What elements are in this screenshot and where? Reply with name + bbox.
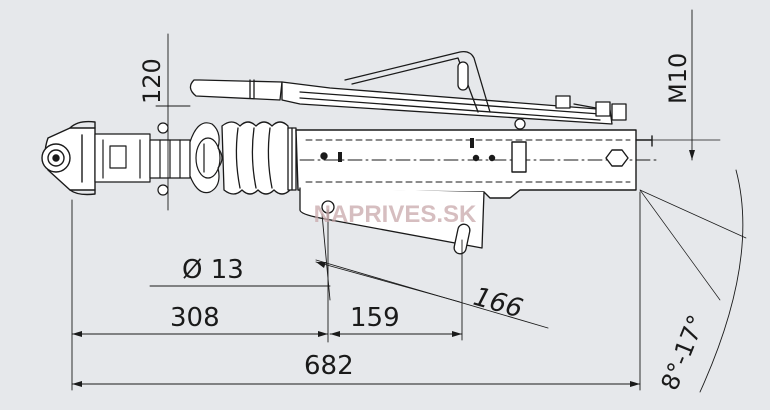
coupling-mechanism bbox=[94, 122, 191, 196]
watermark-text: NAPRIVES.SK bbox=[314, 201, 477, 228]
dimension-label-m10: M10 bbox=[664, 53, 692, 104]
dimension-label-682: 682 bbox=[304, 351, 354, 381]
bellows bbox=[221, 121, 297, 195]
hand-brake-lever bbox=[189, 50, 627, 130]
dimension-label-angle: 8°-17° bbox=[656, 311, 711, 394]
coupling-head bbox=[41, 120, 96, 196]
drawbar-housing bbox=[295, 129, 721, 199]
dimension-lines bbox=[71, 9, 747, 393]
dimension-label-159: 159 bbox=[350, 303, 400, 333]
dimension-label-166: 166 bbox=[470, 282, 526, 325]
dimension-label-diameter: Ø 13 bbox=[182, 255, 244, 285]
mounting-flange bbox=[299, 187, 485, 255]
dimension-label-308: 308 bbox=[170, 303, 220, 333]
swivel-joint bbox=[189, 122, 223, 194]
dimension-label-120: 120 bbox=[138, 58, 166, 104]
